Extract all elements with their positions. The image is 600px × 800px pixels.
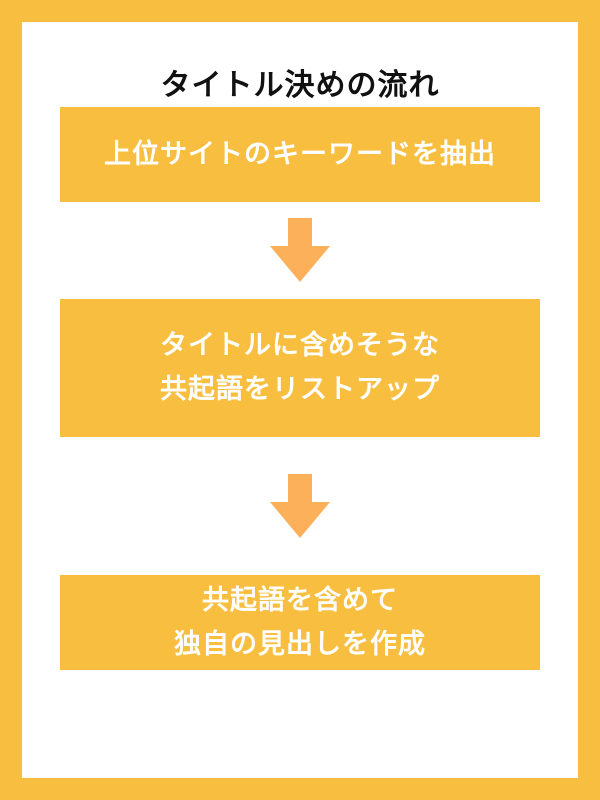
flow-step-2-line-1: タイトルに含めそうな [160, 330, 440, 361]
down-arrow-shape [270, 474, 330, 538]
flow-step-1-line-1: 上位サイトのキーワードを抽出 [104, 138, 496, 170]
flow-step-3-line-1: 共起語を含めて [202, 584, 398, 616]
flow-step-2: タイトルに含めそうな 共起語をリストアップ [60, 299, 540, 437]
flow-card: タイトル決めの流れ 上位サイトのキーワードを抽出 タイトルに含めそうな 共起語を… [22, 22, 578, 778]
flow-step-2-line-2: 共起語をリストアップ [160, 374, 440, 405]
flow-step-3: 共起語を含めて 独自の見出しを作成 [60, 575, 540, 670]
flow-step-3-line-2: 独自の見出しを作成 [174, 628, 426, 660]
down-arrow-shape [270, 218, 330, 282]
down-arrow-icon [270, 474, 330, 538]
page-title: タイトル決めの流れ [160, 68, 440, 103]
flow-step-1: 上位サイトのキーワードを抽出 [60, 107, 540, 202]
down-arrow-icon [270, 218, 330, 282]
